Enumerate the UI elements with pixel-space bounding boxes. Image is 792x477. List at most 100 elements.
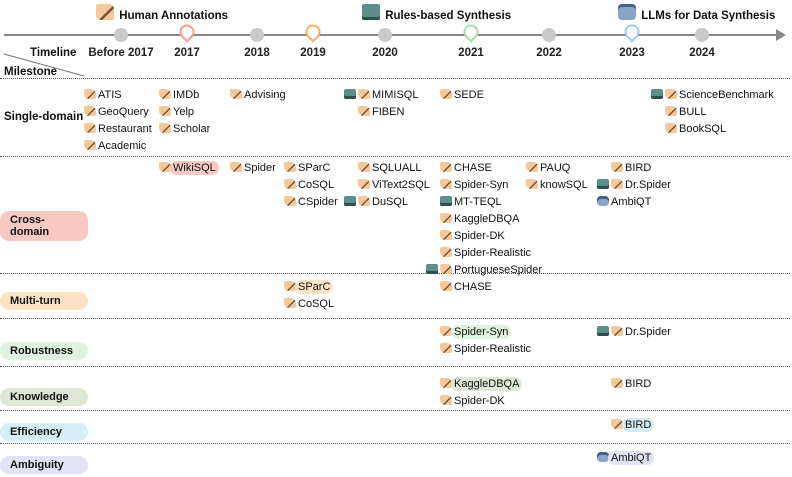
dataset-name: SParC: [295, 280, 334, 294]
dataset-entry: BookSQL: [665, 123, 726, 135]
dataset-name: Spider-DK: [454, 230, 505, 242]
writing-hand-icon: [440, 213, 452, 223]
dataset-entry: IMDb: [159, 89, 199, 101]
dataset-name: Spider-Realistic: [454, 247, 532, 259]
writing-hand-icon: [96, 4, 114, 20]
robot-icon: [597, 196, 609, 206]
writing-hand-icon: [665, 123, 677, 133]
year-dot: [542, 28, 556, 42]
dataset-entry: PAUQ: [526, 162, 570, 174]
dataset-entry: Spider-Realistic: [440, 343, 531, 355]
pin-2019-icon: [302, 21, 324, 43]
pin-2023-icon: [621, 21, 643, 43]
dataset-name: AmbiQT: [611, 196, 652, 208]
writing-hand-icon: [358, 89, 370, 99]
writing-hand-icon: [440, 162, 452, 172]
writing-hand-icon: [284, 298, 296, 308]
legend-llm: LLMs for Data Synthesis: [618, 4, 775, 22]
year-label: 2023: [619, 47, 645, 59]
dataset-name: Dr.Spider: [625, 179, 671, 191]
dataset-entry: BIRD: [611, 378, 651, 390]
dataset-entry: CHASE: [440, 281, 492, 293]
dataset-name: BULL: [679, 106, 707, 118]
writing-hand-icon: [230, 162, 242, 172]
writing-hand-icon: [440, 326, 452, 336]
row-label-single-domain: Single-domain: [4, 111, 84, 123]
dataset-name: KaggleDBQA: [451, 377, 523, 391]
writing-hand-icon: [284, 162, 296, 172]
dataset-name: MT-TEQL: [454, 196, 502, 208]
dataset-name: ScienceBenchmark: [679, 89, 774, 101]
writing-hand-icon: [358, 106, 370, 116]
year-dot: [378, 28, 392, 42]
row-label-ambiguity: Ambiguity: [0, 456, 88, 474]
dataset-entry: CSpider: [284, 196, 338, 208]
robot-icon: [618, 4, 636, 20]
year-label: 2018: [244, 47, 270, 59]
technologist-icon: [344, 89, 356, 99]
writing-hand-icon: [358, 196, 370, 206]
dataset-entry: knowSQL: [526, 179, 588, 191]
technologist-icon: [426, 264, 438, 274]
timeline-arrow-icon: [776, 29, 786, 41]
writing-hand-icon: [358, 179, 370, 189]
dataset-name: PortugueseSpider: [454, 264, 543, 276]
dataset-entry: KaggleDBQA: [440, 213, 519, 225]
dataset-name: Restaurant: [98, 123, 152, 135]
writing-hand-icon: [611, 179, 623, 189]
year-label: 2021: [458, 47, 484, 59]
writing-hand-icon: [611, 326, 623, 336]
writing-hand-icon: [665, 89, 677, 99]
dataset-name: BookSQL: [679, 123, 727, 135]
dataset-name: ATIS: [98, 89, 122, 101]
writing-hand-icon: [611, 419, 623, 429]
pin-2017-icon: [176, 21, 198, 43]
dataset-name: CoSQL: [298, 179, 335, 191]
writing-hand-icon: [440, 247, 452, 257]
writing-hand-icon: [611, 378, 623, 388]
dataset-entry: Scholar: [159, 123, 210, 135]
dataset-name: SQLUALL: [372, 162, 422, 174]
row-separator: [0, 156, 790, 157]
technologist-icon: [440, 196, 452, 206]
dataset-name: Dr.Spider: [625, 326, 671, 338]
technologist-icon: [597, 326, 609, 336]
dataset-entry: Spider-DK: [440, 230, 505, 242]
dataset-entry: CHASE: [440, 162, 492, 174]
dataset-entry: Dr.Spider: [597, 326, 671, 338]
dataset-entry: Advising: [230, 89, 286, 101]
dataset-name: Spider-Syn: [451, 325, 512, 339]
dataset-entry: BULL: [665, 106, 707, 118]
writing-hand-icon: [526, 162, 538, 172]
dataset-entry: MT-TEQL: [440, 196, 502, 208]
row-label-multi-turn: Multi-turn: [0, 292, 88, 310]
year-dot: [695, 28, 709, 42]
legend-rules-label: Rules-based Synthesis: [385, 10, 512, 22]
dataset-entry: CoSQL: [284, 298, 334, 310]
dataset-entry: Academic: [84, 140, 146, 152]
dataset-name: Scholar: [173, 123, 211, 135]
writing-hand-icon: [440, 378, 452, 388]
dataset-name: AmbiQT: [608, 451, 655, 465]
row-label-efficiency: Efficiency: [0, 423, 88, 441]
legend-human: Human Annotations: [96, 4, 228, 22]
dataset-name: SParC: [298, 162, 331, 174]
year-dot: [114, 28, 128, 42]
dataset-name: Yelp: [173, 106, 195, 118]
year-label: 2022: [536, 47, 562, 59]
dataset-name: ViText2SQL: [372, 179, 430, 191]
dataset-entry: Spider-Syn: [440, 179, 508, 191]
dataset-name: GeoQuery: [98, 106, 149, 118]
dataset-name: Spider-Syn: [454, 179, 509, 191]
year-label: 2019: [300, 47, 326, 59]
row-label-cross-domain: Cross-domain: [0, 211, 88, 241]
dataset-name: CSpider: [298, 196, 338, 208]
year-label: 2024: [689, 47, 715, 59]
timeline-header: Timeline: [30, 47, 77, 59]
dataset-name: Spider: [244, 162, 276, 174]
row-separator: [0, 410, 790, 411]
writing-hand-icon: [440, 89, 452, 99]
dataset-entry: BIRD: [611, 418, 655, 432]
writing-hand-icon: [440, 395, 452, 405]
writing-hand-icon: [440, 343, 452, 353]
